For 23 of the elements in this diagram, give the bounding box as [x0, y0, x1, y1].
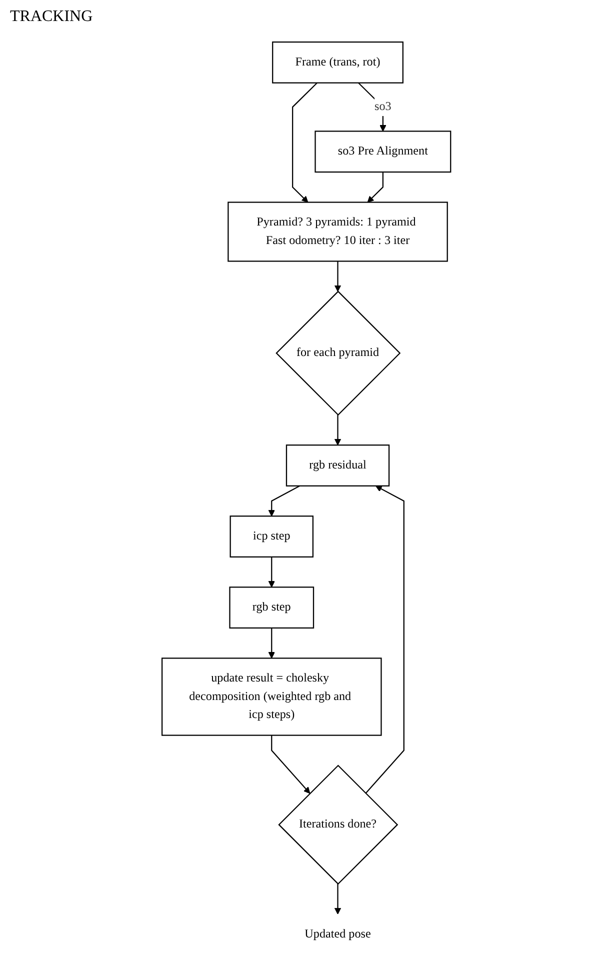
arrow — [367, 172, 384, 203]
arrow — [358, 82, 386, 132]
node-box: icp step — [230, 516, 314, 558]
arrow — [268, 485, 300, 516]
arrow — [268, 628, 276, 658]
node-box: Pyramid? 3 pyramids: 1 pyramid Fast odometry? 10 iter : 3 iter — [228, 202, 448, 262]
arrow — [292, 82, 318, 203]
diagram-title: TRACKING — [10, 8, 93, 26]
arrow — [334, 261, 342, 292]
node-box: Frame (trans, rot) — [272, 41, 404, 84]
node-box: rgb step — [229, 586, 314, 629]
node-box: rgb residual — [286, 444, 390, 486]
node-text: Updated pose — [304, 928, 371, 941]
arrow — [268, 556, 276, 588]
arrow — [365, 486, 405, 794]
node-diamond: Iterations done? — [278, 764, 398, 885]
node-box: update result = cholesky decomposition (weighted rgb and icp steps) — [162, 658, 382, 736]
arrow — [271, 735, 310, 794]
edge-label: so3 — [374, 100, 392, 114]
node-diamond: for each pyramid — [276, 290, 401, 416]
arrow — [334, 884, 342, 914]
arrow — [334, 414, 342, 446]
node-box: so3 Pre Alignment — [314, 130, 452, 173]
